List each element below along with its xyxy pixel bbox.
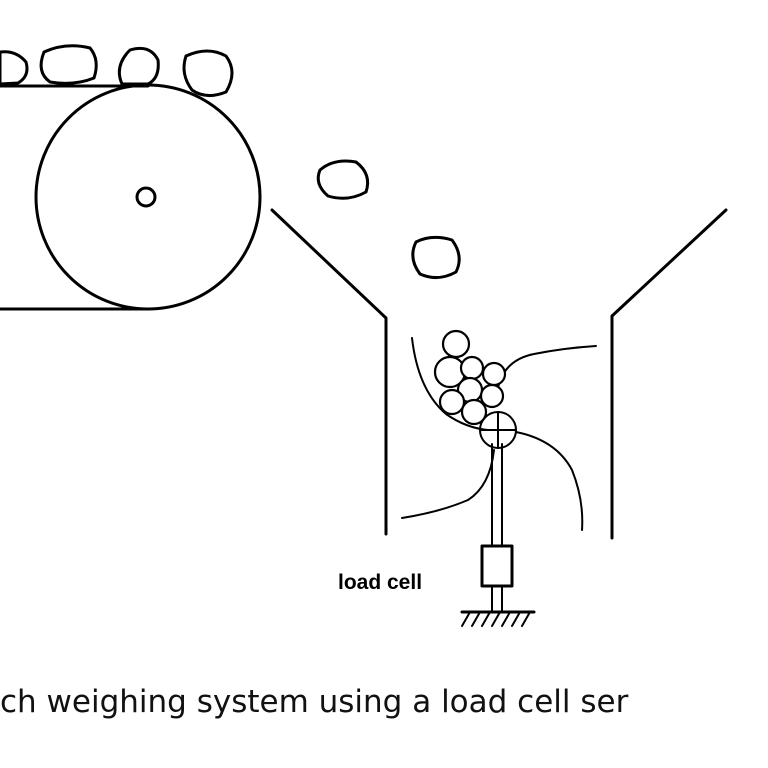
rock (316, 159, 370, 200)
pile-rock (481, 361, 507, 387)
rock (182, 49, 234, 97)
head-pulley (34, 83, 262, 311)
pile-outline-bottom (401, 449, 495, 519)
pile-rock (460, 398, 488, 426)
load-cell-sensor (480, 544, 514, 588)
hopper (270, 208, 728, 540)
pile-rock (438, 388, 466, 416)
hopper-right-wall (610, 208, 728, 540)
rock (39, 44, 98, 85)
pile-outline-right (515, 431, 584, 531)
load-cell-assembly (460, 411, 536, 627)
rocks-on-belt (0, 44, 234, 97)
hopper-left-wall (270, 208, 388, 536)
pile-rock (459, 355, 485, 381)
rock (411, 235, 461, 279)
rock (117, 46, 160, 86)
figure-caption: ch weighing system using a load cell ser (0, 684, 629, 720)
conveyor (0, 83, 262, 311)
load-cell-label: load cell (338, 571, 423, 594)
rock (0, 50, 29, 86)
ground-hatch (461, 611, 531, 627)
pile-rock (441, 329, 471, 359)
pile-outline-left (411, 337, 489, 431)
pulley-axle (135, 186, 157, 208)
pile-rock (479, 383, 505, 409)
material-pile (401, 329, 597, 531)
pile-outline-top (497, 345, 597, 389)
falling-rocks (316, 159, 461, 279)
